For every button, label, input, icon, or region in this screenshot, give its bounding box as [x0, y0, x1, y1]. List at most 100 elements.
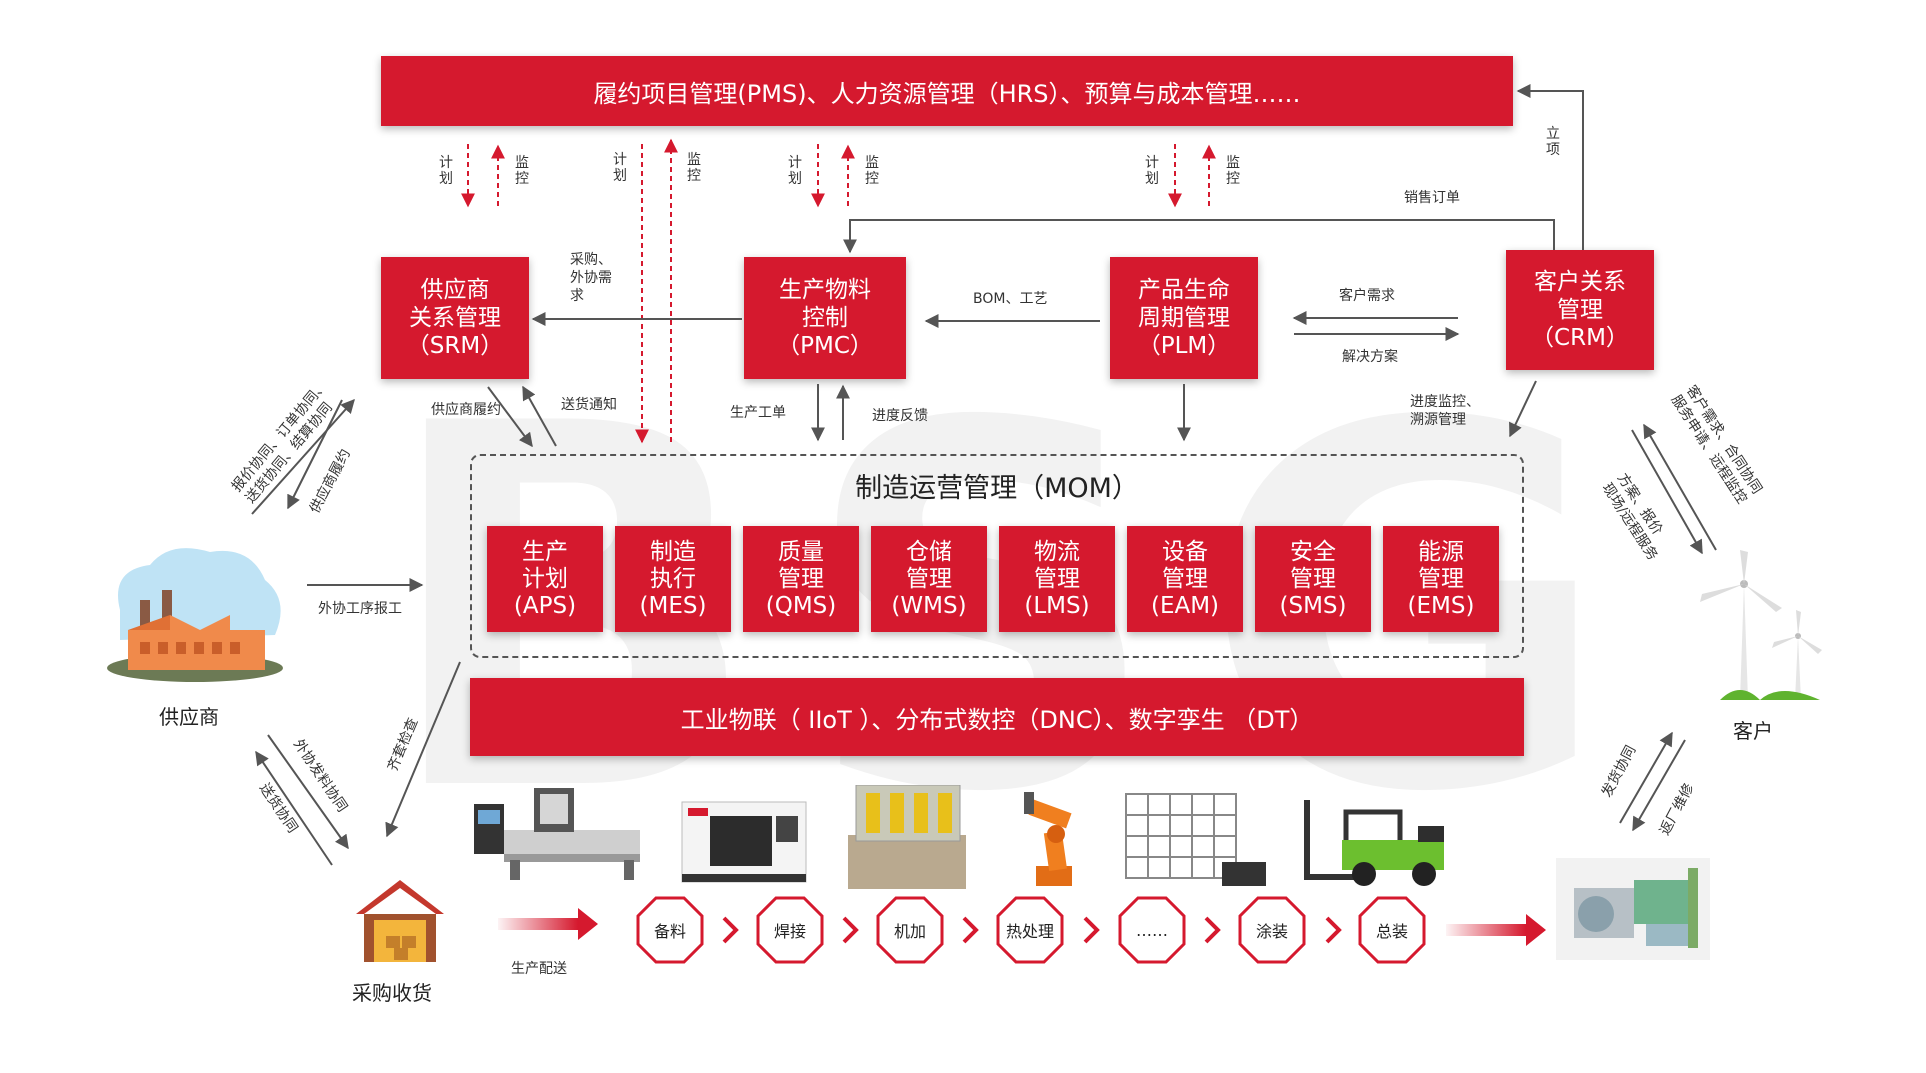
process-step-label: 总装: [1375, 922, 1408, 941]
ems-line-2: 管理: [1418, 565, 1464, 592]
bottom-banner-text: 工业物联（ IIoT ）、分布式数控（DNC）、数字孪生 （DT）: [680, 705, 1314, 734]
plan-label-4: 计划: [1145, 155, 1159, 187]
aps-line-2: 计划: [522, 565, 568, 592]
srm-line-1: 供应商: [420, 277, 490, 303]
eam-line-2: 管理: [1162, 565, 1208, 592]
mom-container: [470, 454, 1524, 658]
process-step-5[interactable]: ……: [1118, 896, 1186, 964]
process-step-label: ……: [1136, 920, 1168, 940]
process-step-3[interactable]: 机加: [876, 896, 944, 964]
plan-monitor-arrows-2: [635, 138, 678, 444]
process-step-label: 备料: [653, 922, 686, 941]
project-arrow: [1516, 84, 1584, 250]
mes-line-3: (MES): [639, 592, 707, 619]
srm-line-2: 关系管理: [409, 305, 501, 331]
octagon-shape: [1238, 896, 1306, 964]
ems-line-1: 能源: [1418, 538, 1464, 565]
sms-line-3: (SMS): [1279, 592, 1347, 619]
plan-label-2: 计划: [613, 152, 627, 184]
crm-line-2: 管理: [1556, 297, 1603, 323]
plm-box[interactable]: 产品生命周期管理（PLM）: [1110, 257, 1258, 379]
srm-to-supplier-arrow: [287, 399, 343, 510]
wms-line-1: 仓储: [905, 538, 952, 565]
plan-monitor-arrows-3: [811, 144, 855, 208]
ship-collab-arrow: [1619, 731, 1673, 824]
return-repair-arrow: [1632, 739, 1686, 832]
storage-rack-icon: [1125, 793, 1266, 886]
sales-order-label: 销售订单: [1404, 190, 1460, 206]
mes-line-1: 制造: [650, 538, 696, 565]
crm-to-mom-arrow: [1509, 380, 1537, 438]
octagon-shape: [756, 896, 824, 964]
qms-line-1: 质量: [778, 538, 824, 565]
srm-box[interactable]: 供应商关系管理（SRM）: [381, 257, 529, 379]
process-step-label: 热处理: [1005, 922, 1054, 941]
octagon-shape: [996, 896, 1064, 964]
plan-monitor-arrows-4: [1168, 144, 1216, 208]
module-sms[interactable]: 安全管理(SMS): [1255, 526, 1371, 632]
module-eam[interactable]: 设备管理(EAM): [1127, 526, 1243, 632]
production-delivery-label: 生产配送: [511, 961, 567, 977]
process-step-2[interactable]: 焊接: [756, 896, 824, 964]
process-step-4[interactable]: 热处理: [996, 896, 1064, 964]
process-step-label: 焊接: [773, 922, 806, 941]
work-order-label: 生产工单: [730, 405, 786, 421]
process-step-7[interactable]: 总装: [1358, 896, 1426, 964]
module-ems[interactable]: 能源管理(EMS): [1383, 526, 1499, 632]
supplier-caption: 供应商: [159, 705, 219, 729]
mom-title: 制造运营管理（MOM）: [855, 473, 1139, 504]
supplier-fulfill-arrow: [487, 386, 533, 448]
module-aps[interactable]: 生产计划(APS): [487, 526, 603, 632]
robot-arm-icon: [1024, 792, 1072, 886]
crm-line-3: （CRM）: [1531, 325, 1629, 351]
qms-line-3: (QMS): [765, 592, 837, 619]
plan-label-3: 计划: [788, 155, 802, 187]
forklift-icon: [1304, 800, 1444, 886]
lms-line-1: 物流: [1034, 538, 1080, 565]
delivery-notice-label: 送货通知: [561, 397, 617, 413]
process-chevrons: [722, 916, 1342, 944]
qms-line-2: 管理: [778, 565, 824, 592]
aps-line-3: (APS): [513, 592, 577, 619]
process-step-6[interactable]: 涂装: [1238, 896, 1306, 964]
lms-line-3: (LMS): [1024, 592, 1090, 619]
eam-line-1: 设备: [1162, 538, 1208, 565]
pmc-line-2: 控制: [802, 305, 848, 331]
supplier-fulfill-label: 供应商履约: [431, 402, 501, 418]
welding-line-icon: [848, 785, 966, 889]
factory-icon: [107, 548, 283, 682]
top-banner-text: 履约项目管理(PMS)、人力资源管理（HRS）、预算与成本管理……: [593, 79, 1301, 108]
module-lms[interactable]: 物流管理(LMS): [999, 526, 1115, 632]
ems-line-3: (EMS): [1407, 592, 1475, 619]
monitor-label-2: 监控: [687, 152, 701, 184]
process-step-1[interactable]: 备料: [636, 896, 704, 964]
crm-box[interactable]: 客户关系管理（CRM）: [1506, 250, 1654, 370]
plm-line-2: 周期管理: [1138, 305, 1230, 331]
delivery-collab-arrow: [255, 750, 333, 866]
octagon-shape: [876, 896, 944, 964]
bom-label: BOM、工艺: [973, 291, 1048, 307]
aps-line-1: 生产: [522, 538, 568, 565]
plm-line-1: 产品生命: [1138, 277, 1230, 303]
process-step-label: 涂装: [1255, 922, 1288, 941]
module-qms[interactable]: 质量管理(QMS): [743, 526, 859, 632]
outsource-report-label: 外协工序报工: [318, 601, 402, 617]
module-mes[interactable]: 制造执行(MES): [615, 526, 731, 632]
monitor-label-3: 监控: [865, 155, 879, 187]
outsource-material-arrow: [267, 734, 349, 850]
production-delivery-arrow: [498, 908, 598, 940]
process-step-label: 机加: [893, 922, 926, 941]
supplier-to-srm-arrow: [251, 398, 355, 515]
kit-check-arrow: [385, 661, 461, 838]
pmc-box[interactable]: 生产物料控制（PMC）: [744, 257, 906, 379]
module-wms[interactable]: 仓储管理(WMS): [871, 526, 987, 632]
srm-line-3: （SRM）: [406, 333, 504, 359]
lms-line-2: 管理: [1034, 565, 1080, 592]
final-output-arrow: [1446, 914, 1546, 946]
sms-line-1: 安全: [1290, 538, 1336, 565]
wms-line-3: (WMS): [891, 592, 967, 619]
machining-center-icon: [681, 801, 807, 883]
customer-caption: 客户: [1733, 719, 1773, 743]
octagon-shape: [1358, 896, 1426, 964]
